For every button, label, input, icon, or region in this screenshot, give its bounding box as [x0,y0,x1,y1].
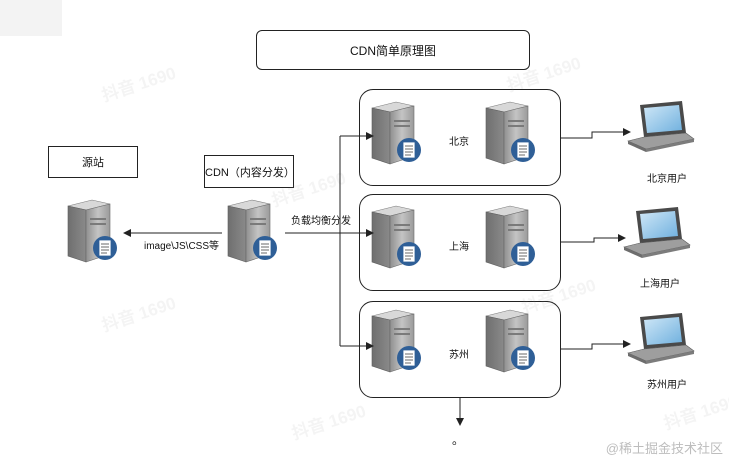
suzhou-user-arrow [561,340,631,350]
beijing-user-arrow [561,128,631,139]
suzhou-user-label: 苏州用户 [647,380,687,391]
cdn-label: CDN（内容分发） [205,166,295,179]
suzhou-city-label: 苏州 [449,350,469,361]
more-nodes-marker: 。 [452,433,465,447]
origin-label: 源站 [82,157,104,169]
source-credit: @稀土掘金技术社区 [605,441,723,456]
shanghai-user-label: 上海用户 [640,279,680,290]
corner-patch [0,0,62,36]
origin-arrow-label: image\JS\CSS等 [144,241,220,252]
diagram-title: CDN简单原理图 [350,43,436,58]
load-balance-label: 负载均衡分发 [291,216,351,227]
cdn-label-box: CDN（内容分发） [204,155,295,188]
origin-label-box: 源站 [48,146,138,178]
shanghai-user-arrow [561,234,626,243]
beijing-user-label: 北京用户 [647,174,687,185]
shanghai-city-label: 上海 [449,242,469,253]
beijing-city-label: 北京 [449,137,469,148]
diagram-title-box: CDN简单原理图 [256,30,530,70]
